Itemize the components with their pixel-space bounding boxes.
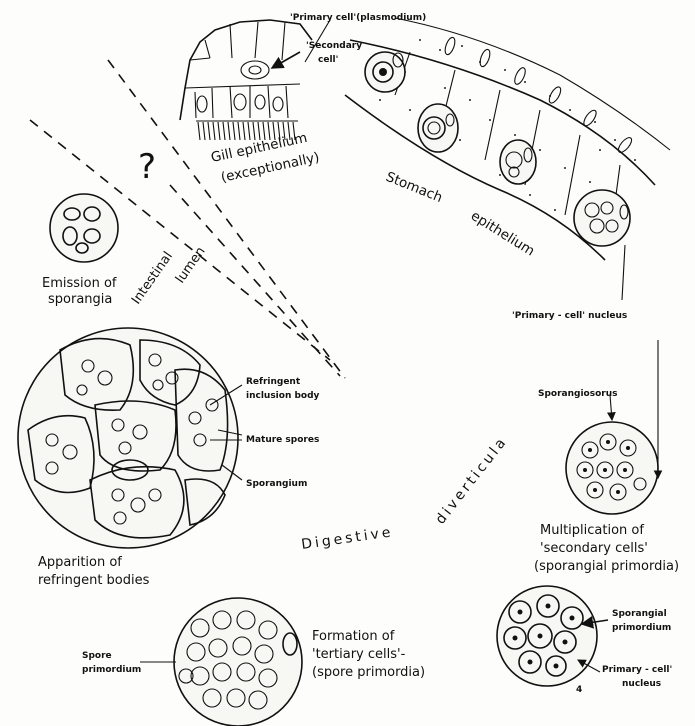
label-refringent-2: inclusion body: [246, 391, 320, 401]
refringent-bodies-cell: [18, 328, 238, 548]
stomach-epithelium-tissue: [345, 18, 670, 260]
label-epithelium: epithelium: [468, 208, 538, 260]
label-primary-cell-plasmodium: 'Primary cell'(plasmodium): [290, 13, 426, 23]
label-primary-cell-nucleus2-1: Primary - cell': [602, 665, 672, 675]
label-multiplication-1: Multiplication of: [540, 523, 644, 538]
label-primary-cell-nucleus: 'Primary - cell' nucleus: [512, 311, 627, 321]
label-multiplication-2: 'secondary cells': [540, 541, 648, 556]
tertiary-cells-cell: [174, 598, 302, 726]
label-formation-1: Formation of: [312, 629, 395, 644]
label-intestinal: Intestinal: [129, 249, 176, 307]
label-multiplication-3: (sporangial primordia): [534, 559, 679, 574]
label-stomach: Stomach: [384, 169, 445, 206]
label-digestive: Digestive: [300, 524, 394, 553]
emission-sporangia-cell: [50, 194, 118, 262]
label-lumen: lumen: [173, 244, 209, 286]
label-diverticula: diverticula: [433, 433, 511, 527]
sporangial-primordium-cell: [497, 586, 597, 686]
page-mark: 4: [576, 685, 582, 695]
label-primary-cell-nucleus2-2: nucleus: [622, 679, 661, 689]
label-sporangium: Sporangium: [246, 479, 307, 489]
label-spore-primordium-2: primordium: [82, 665, 141, 675]
label-sporangial-primordium-2: primordium: [612, 623, 671, 633]
label-secondary-cell-1: 'Secondary: [306, 41, 362, 51]
label-formation-2: 'tertiary cells'-: [312, 647, 406, 662]
label-sporangial-primordium-1: Sporangial: [612, 609, 667, 619]
label-secondary-cell-2: cell': [318, 55, 338, 65]
label-apparition-1: Apparition of: [38, 555, 122, 570]
gill-epithelium-tissue: [180, 20, 312, 140]
secondary-cell-arrow: [272, 52, 300, 68]
multiplication-cell: [566, 422, 658, 514]
label-question: ?: [138, 147, 156, 187]
label-emission-1: Emission of: [42, 276, 117, 291]
label-formation-3: (spore primordia): [312, 665, 425, 680]
label-emission-2: sporangia: [48, 292, 112, 307]
label-mature-spores: Mature spores: [246, 435, 319, 445]
label-spore-primordium-1: Spore: [82, 651, 112, 661]
label-refringent-1: Refringent: [246, 377, 301, 387]
primary-nucleus-leader: [622, 245, 625, 300]
label-sporangiosorus: Sporangiosorus: [538, 389, 617, 399]
label-apparition-2: refringent bodies: [38, 573, 150, 588]
